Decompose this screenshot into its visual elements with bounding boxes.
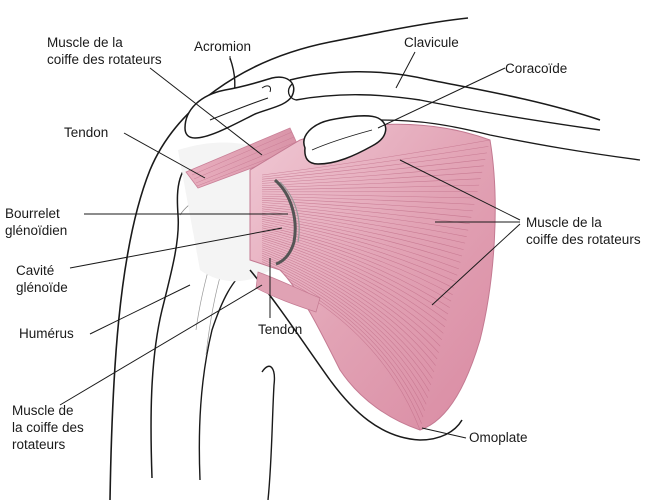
muscle-fiber — [261, 208, 466, 244]
label-glenoid-cavity: Cavité glénoïde — [16, 263, 68, 295]
label-rotator-cuff-bottom: Muscle de la coiffe des rotateurs — [12, 403, 84, 452]
muscle-fiber — [261, 206, 467, 237]
muscle-fiber — [261, 252, 433, 379]
muscle-fiber — [261, 263, 425, 411]
muscle-fiber — [261, 159, 486, 182]
lower-tendon — [255, 271, 321, 313]
muscle-fiber — [261, 171, 483, 186]
muscle-fiber — [261, 139, 491, 176]
label-acromion: Acromion — [194, 39, 252, 54]
clavicle-bone — [287, 71, 641, 161]
label-rotator-cuff-right: Muscle de la coiffe des rotateurs — [526, 215, 641, 247]
muscle-fiber — [261, 202, 470, 225]
muscle-fiber — [261, 221, 456, 283]
muscle-fiber — [261, 197, 473, 212]
label-clavicle: Clavicule — [404, 35, 459, 50]
muscle-fiber — [261, 254, 432, 386]
muscle-fiber — [261, 200, 472, 218]
glenoid-labrum — [273, 178, 300, 266]
muscle-fiber — [261, 212, 463, 257]
muscle-fiber — [261, 265, 424, 418]
muscle-fiber — [261, 223, 455, 289]
muscle-fiber — [261, 259, 429, 398]
muscle-fiber — [261, 229, 450, 308]
muscle-fiber — [261, 165, 484, 184]
muscle-fiber — [261, 233, 447, 321]
acromion-bone — [184, 57, 295, 139]
label-scapula: Omoplate — [469, 430, 528, 445]
label-tendon-upper: Tendon — [64, 125, 109, 140]
muscle-fiber — [261, 214, 461, 263]
scapula-bone — [249, 269, 463, 500]
label-glenoid-labrum: Bourrelet glénoïdien — [5, 206, 68, 238]
muscle-fiber — [261, 240, 442, 340]
muscle-fiber — [261, 231, 449, 315]
muscle-fiber — [261, 152, 487, 180]
muscle-fiber — [261, 250, 435, 373]
leader-lines — [59, 51, 521, 439]
muscle-fiber — [261, 235, 446, 328]
label-rotator-cuff-top: Muscle de la coiffe des rotateurs — [47, 35, 162, 67]
muscle-fiber — [261, 204, 469, 231]
muscle-fiber — [261, 261, 427, 405]
muscle-fiber — [261, 227, 452, 302]
muscle-fiber — [261, 238, 444, 334]
muscle-fiber — [261, 146, 489, 178]
coracoid-bone — [303, 115, 387, 165]
muscle-fiber — [261, 246, 438, 360]
label-tendon-lower: Tendon — [258, 322, 303, 337]
muscle-fiber — [261, 219, 458, 276]
rotator-cuff-muscle — [249, 123, 496, 431]
label-humerus: Humérus — [19, 326, 74, 341]
label-coracoid: Coracoïde — [505, 61, 568, 76]
muscle-fiber — [261, 178, 481, 188]
muscle-fiber — [261, 248, 436, 366]
muscle-fiber — [261, 225, 453, 295]
muscle-fiber — [261, 216, 459, 270]
muscle-fiber — [261, 257, 430, 392]
